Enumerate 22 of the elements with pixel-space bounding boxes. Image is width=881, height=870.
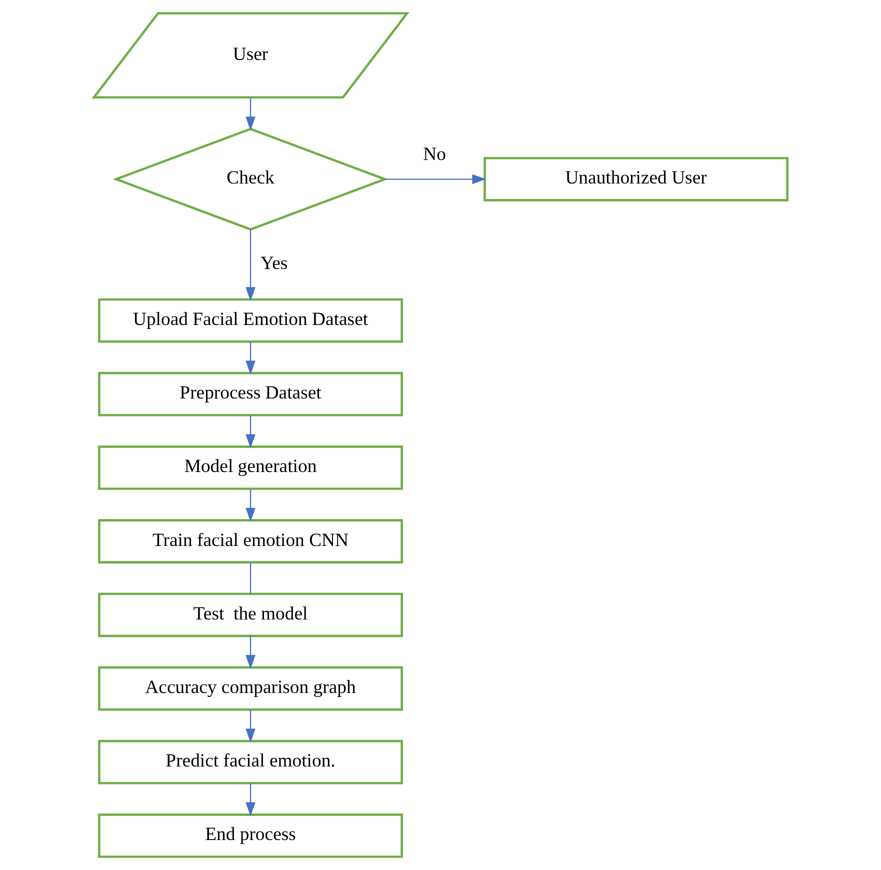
edge-label: Yes <box>260 252 288 274</box>
node-box: Unauthorized User <box>484 156 788 202</box>
node-box: Preprocess Dataset <box>98 372 403 416</box>
arrow <box>246 416 256 448</box>
arrow <box>246 230 256 302</box>
arrow <box>246 342 256 375</box>
connector <box>250 562 252 594</box>
node-box: End process <box>98 814 403 858</box>
arrow <box>246 489 256 522</box>
arrow <box>246 710 256 743</box>
arrow <box>246 784 256 816</box>
arrow <box>246 98 256 131</box>
arrow <box>385 174 486 184</box>
node-box: Accuracy comparison graph <box>98 666 403 711</box>
node-box: Test the model <box>98 592 403 638</box>
node-box: Predict facial emotion. <box>98 740 403 784</box>
edge-label: No <box>423 144 446 166</box>
node-diamond: Check <box>112 128 388 231</box>
node-box: Model generation <box>98 446 403 490</box>
node-box: Train facial emotion CNN <box>98 519 403 564</box>
node-box: Upload Facial Emotion Dataset <box>98 298 403 343</box>
arrow <box>246 636 256 670</box>
